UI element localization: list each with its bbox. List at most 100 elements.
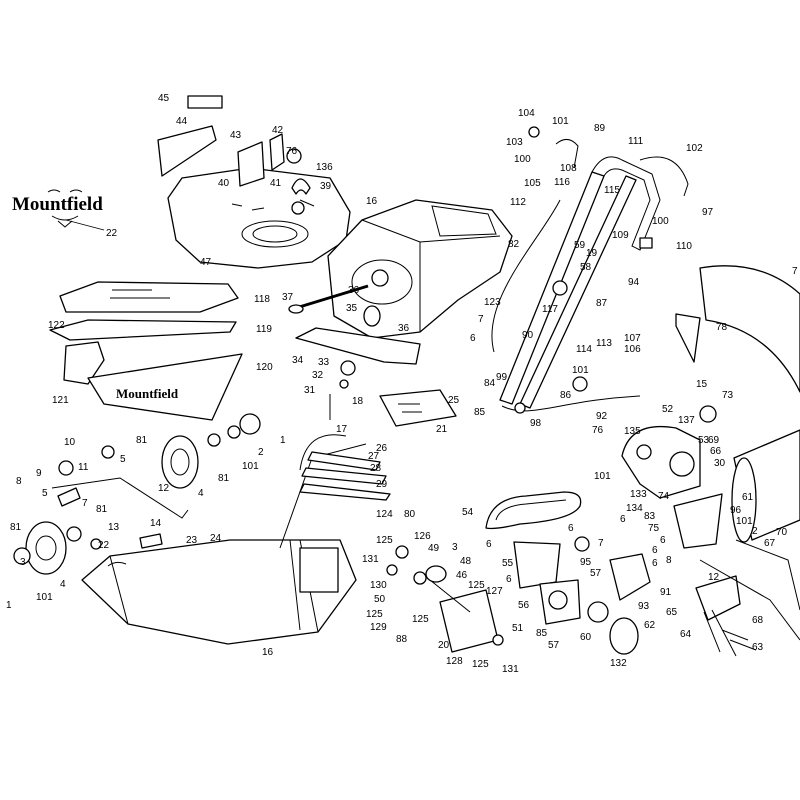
part-callout: 65 bbox=[666, 607, 678, 618]
part-callout: 89 bbox=[594, 123, 606, 134]
side-panels: Mountfield bbox=[49, 281, 243, 421]
part-callout: 51 bbox=[512, 623, 524, 634]
part-callout: 53 bbox=[698, 435, 710, 446]
part-callout: 6 bbox=[652, 545, 658, 556]
part-callout: 66 bbox=[710, 446, 722, 457]
part-callout: 92 bbox=[596, 411, 608, 422]
part-callout: 87 bbox=[596, 298, 608, 309]
part-callout: 125 bbox=[468, 580, 485, 591]
part-callout: 36 bbox=[398, 323, 410, 334]
part-callout: 101 bbox=[736, 516, 753, 527]
part-callout: 11 bbox=[78, 462, 89, 473]
part-callout: 101 bbox=[242, 461, 259, 472]
brand-logo-text: Mountfield bbox=[12, 194, 103, 215]
part-callout: 96 bbox=[730, 505, 742, 516]
part-callout: 114 bbox=[576, 344, 592, 355]
part-callout: 41 bbox=[270, 178, 282, 189]
clutch-lever bbox=[695, 539, 800, 657]
gearbox bbox=[513, 536, 651, 655]
part-callout: 13 bbox=[108, 522, 120, 533]
part-callout: 1 bbox=[6, 600, 12, 611]
part-callout: 102 bbox=[686, 143, 703, 154]
part-callout: 134 bbox=[626, 503, 643, 514]
grass-box-detail-plates bbox=[299, 434, 391, 501]
part-callout: 48 bbox=[460, 556, 472, 567]
part-callout: 47 bbox=[200, 257, 212, 268]
drive-belt bbox=[485, 491, 582, 530]
part-callout: 108 bbox=[560, 163, 577, 174]
part-callout: 7 bbox=[478, 314, 484, 325]
part-callout: 21 bbox=[436, 424, 448, 435]
part-callout: 4 bbox=[198, 488, 204, 499]
part-callout: 94 bbox=[628, 277, 640, 288]
part-callout: 73 bbox=[722, 390, 734, 401]
part-callout: 30 bbox=[714, 458, 726, 469]
part-callout: 2 bbox=[258, 447, 264, 458]
part-callout: 84 bbox=[484, 378, 496, 389]
part-callout: 8 bbox=[666, 555, 672, 566]
part-callout: 20 bbox=[438, 640, 450, 651]
part-callout: 7 bbox=[598, 538, 604, 549]
part-callout: 23 bbox=[186, 535, 198, 546]
part-callout: 131 bbox=[362, 554, 379, 565]
part-callout: 46 bbox=[456, 570, 468, 581]
part-callout: 91 bbox=[660, 587, 672, 598]
part-callout: 127 bbox=[486, 586, 503, 597]
part-callout: 110 bbox=[676, 241, 692, 252]
part-callout: 3 bbox=[452, 542, 458, 553]
part-callout: 36 bbox=[348, 285, 360, 296]
part-callout: 81 bbox=[10, 522, 22, 533]
part-callout: 16 bbox=[366, 196, 378, 207]
part-callout: 12 bbox=[708, 572, 720, 583]
part-callout: 120 bbox=[256, 362, 273, 373]
part-callout: 125 bbox=[412, 614, 429, 625]
part-callout: 90 bbox=[522, 330, 534, 341]
part-callout: 125 bbox=[376, 535, 393, 546]
part-callout: 28 bbox=[370, 463, 382, 474]
part-callout: 6 bbox=[470, 333, 476, 344]
part-callout: 37 bbox=[282, 292, 294, 303]
height-adjuster-rod bbox=[51, 477, 189, 549]
mounting-bracket bbox=[157, 95, 311, 215]
part-callout: 7 bbox=[82, 498, 88, 509]
part-callout: 6 bbox=[652, 558, 658, 569]
part-callout: 125 bbox=[366, 609, 383, 620]
part-callout: 118 bbox=[254, 294, 270, 305]
part-callout: 103 bbox=[506, 137, 523, 148]
part-callout: 76 bbox=[286, 146, 298, 157]
part-callout: 40 bbox=[218, 178, 230, 189]
part-callout: 88 bbox=[396, 634, 408, 645]
part-callout: 119 bbox=[256, 324, 272, 335]
part-callout: 123 bbox=[484, 297, 501, 308]
part-callout: 122 bbox=[48, 320, 65, 331]
part-callout: 62 bbox=[644, 620, 656, 631]
part-callout: 95 bbox=[580, 557, 592, 568]
part-callout: 116 bbox=[554, 177, 570, 188]
part-callout: 104 bbox=[518, 108, 535, 119]
part-callout: 1 bbox=[280, 435, 286, 446]
part-callout: 81 bbox=[218, 473, 230, 484]
blade bbox=[295, 327, 421, 420]
part-callout: 26 bbox=[376, 443, 388, 454]
part-callout: 132 bbox=[610, 658, 627, 669]
part-callout: 6 bbox=[568, 523, 574, 534]
part-callout: 97 bbox=[702, 207, 714, 218]
part-callout: 105 bbox=[524, 178, 541, 189]
part-callout: 55 bbox=[502, 558, 514, 569]
part-callout: 49 bbox=[428, 543, 440, 554]
part-callout: 27 bbox=[368, 451, 380, 462]
chain-drive bbox=[621, 405, 723, 549]
brand-logo-ref: 22 bbox=[106, 228, 118, 239]
part-callout: 98 bbox=[530, 418, 542, 429]
part-callout: 6 bbox=[486, 539, 492, 550]
part-callout: 78 bbox=[716, 322, 728, 333]
grass-box bbox=[81, 443, 367, 645]
part-callout: 133 bbox=[630, 489, 647, 500]
part-callout: 18 bbox=[352, 396, 364, 407]
part-callout: 75 bbox=[648, 523, 660, 534]
part-callout: 100 bbox=[652, 216, 669, 227]
part-callout: 83 bbox=[644, 511, 656, 522]
part-callout: 57 bbox=[548, 640, 560, 651]
wheel-rear bbox=[13, 521, 102, 575]
